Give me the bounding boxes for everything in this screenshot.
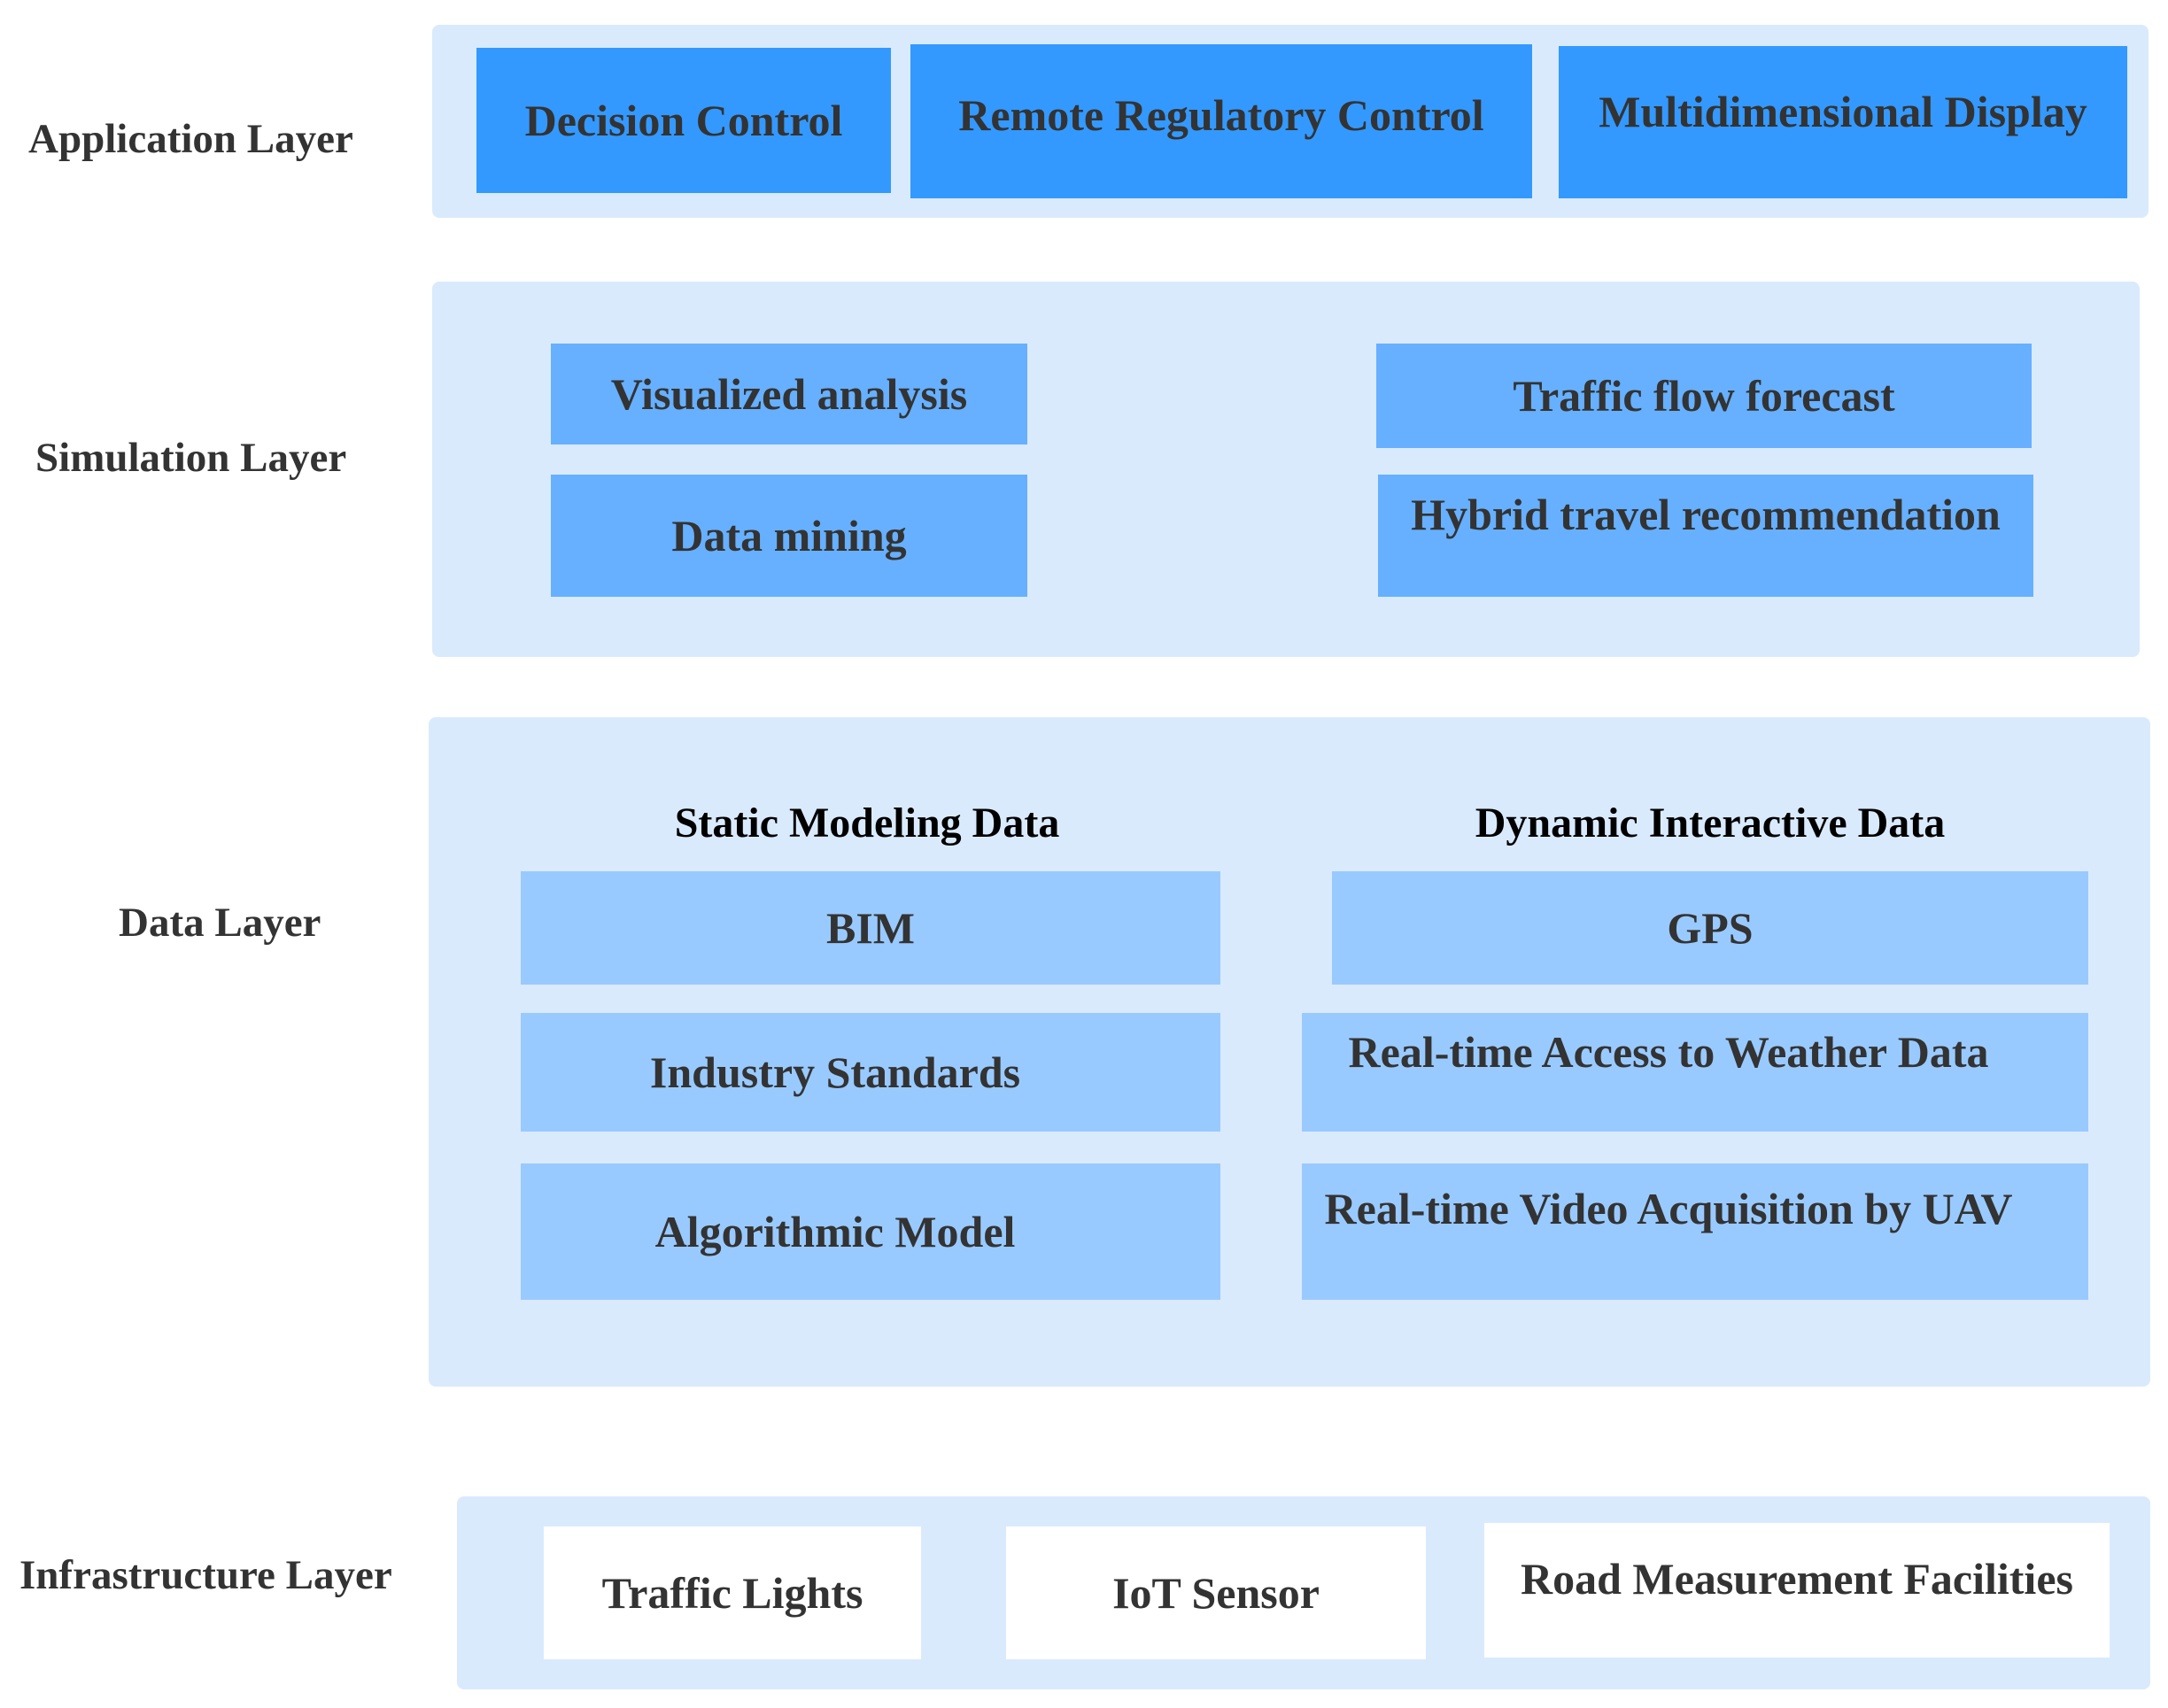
iot-sensor-box: IoT Sensor <box>1006 1526 1426 1659</box>
traffic-lights-box: Traffic Lights <box>544 1526 921 1659</box>
hybrid-travel-recommendation-box: Hybrid travel recommendation <box>1378 475 2033 597</box>
algorithmic-model-box: Algorithmic Model <box>521 1163 1220 1300</box>
simulation-layer-panel: Visualized analysis Data mining Traffic … <box>432 282 2140 657</box>
data-layer-label: Data Layer <box>119 900 321 946</box>
industry-standards-box: Industry Standards <box>521 1013 1220 1132</box>
multidimensional-display-box: Multidimensional Display <box>1559 46 2127 198</box>
application-layer-panel: Decision Control Remote Regulatory Contr… <box>432 25 2149 218</box>
remote-regulatory-control-box: Remote Regulatory Control <box>910 44 1532 198</box>
dynamic-interactive-data-heading: Dynamic Interactive Data <box>1475 800 1946 846</box>
infrastructure-layer-label: Infrastructure Layer <box>19 1552 392 1598</box>
data-layer-panel: Static Modeling Data Dynamic Interactive… <box>429 717 2150 1387</box>
infrastructure-layer-panel: Traffic Lights IoT Sensor Road Measureme… <box>457 1496 2150 1689</box>
gps-box: GPS <box>1332 871 2088 985</box>
road-measurement-facilities-box: Road Measurement Facilities <box>1484 1523 2110 1658</box>
bim-box: BIM <box>521 871 1220 985</box>
traffic-flow-forecast-box: Traffic flow forecast <box>1376 344 2032 448</box>
data-mining-box: Data mining <box>551 475 1027 597</box>
uav-video-acquisition-box: Real-time Video Acquisition by UAV <box>1302 1163 2088 1300</box>
static-modeling-data-heading: Static Modeling Data <box>674 800 1060 846</box>
decision-control-box: Decision Control <box>476 48 891 193</box>
simulation-layer-label: Simulation Layer <box>35 435 347 481</box>
application-layer-label: Application Layer <box>28 116 353 162</box>
visualized-analysis-box: Visualized analysis <box>551 344 1027 444</box>
weather-data-box: Real-time Access to Weather Data <box>1302 1013 2088 1132</box>
